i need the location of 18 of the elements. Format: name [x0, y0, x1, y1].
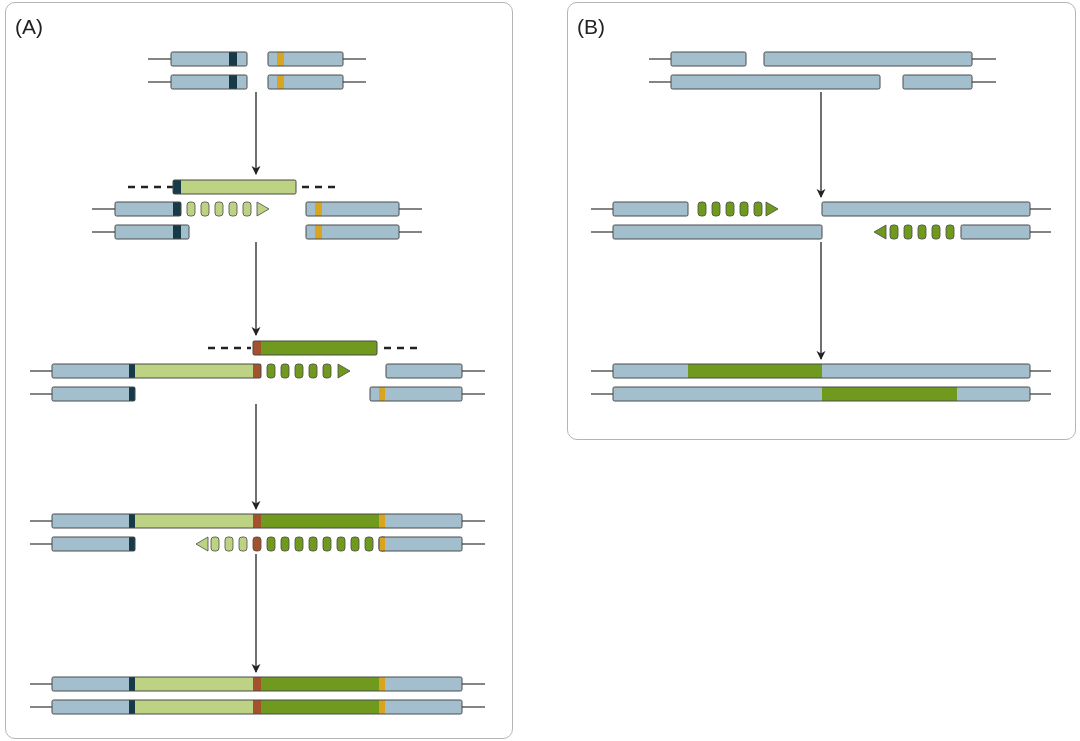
panel-label: (A)	[15, 15, 43, 39]
dna-strands-drawing	[647, 50, 998, 91]
dna-strands-drawing	[90, 177, 424, 241]
dna-strands-drawing	[589, 200, 1053, 241]
panel-label: (B)	[577, 15, 605, 39]
arrow	[816, 241, 826, 360]
arrow	[251, 241, 261, 336]
dna-strands-drawing	[146, 50, 368, 91]
panel-frame	[567, 2, 1076, 440]
arrow	[816, 91, 826, 198]
dna-strands-drawing	[28, 338, 487, 403]
dna-strands-drawing	[28, 675, 487, 716]
dna-strands-drawing	[589, 362, 1053, 403]
panel-frame	[5, 2, 513, 739]
arrow	[251, 91, 261, 175]
arrow	[251, 403, 261, 510]
arrow	[251, 553, 261, 673]
dna-strands-drawing	[28, 512, 487, 553]
